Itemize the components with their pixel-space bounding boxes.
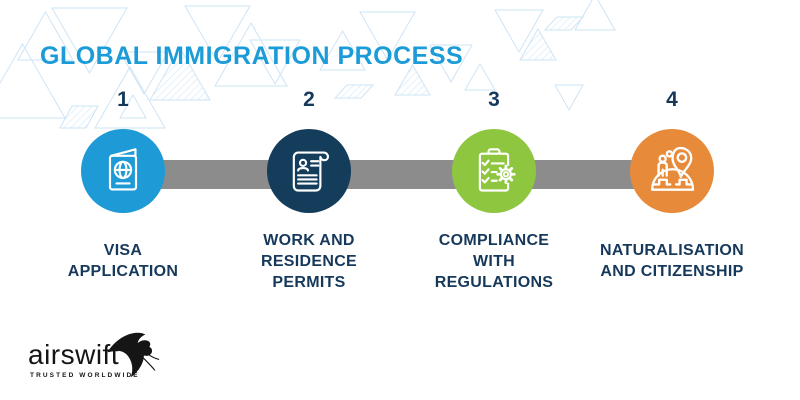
step-circle [452, 129, 536, 213]
step-circle [267, 129, 351, 213]
triangle-pattern-decoration [0, 0, 616, 129]
step-label: VISA APPLICATION [67, 242, 179, 280]
process-step-2: 2 WORK AND RESIDENCE PERMITS [217, 88, 401, 296]
airswift-logo: airswift TRUSTED WORLDWIDE [28, 328, 173, 392]
timeline-connector [123, 160, 672, 189]
step-number: 1 [117, 88, 129, 111]
logo-tagline: TRUSTED WORLDWIDE [30, 372, 140, 379]
passport-icon [108, 148, 138, 191]
step-circle [81, 129, 165, 213]
page-title: GLOBAL IMMIGRATION PROCESS [40, 42, 464, 70]
step-number: 3 [488, 88, 500, 111]
step-label-wrap: VISA APPLICATION [48, 226, 198, 296]
compliance-checklist-icon [478, 148, 516, 192]
work-permit-document-icon [292, 151, 330, 192]
step-label: COMPLIANCE WITH REGULATIONS [434, 231, 554, 291]
step-label: WORK AND RESIDENCE PERMITS [260, 231, 358, 291]
step-circle [630, 129, 714, 213]
step-label-wrap: COMPLIANCE WITH REGULATIONS [424, 226, 564, 296]
swift-bird-icon [107, 332, 160, 378]
step-label: NATURALISATION AND CITIZENSHIP [599, 242, 745, 280]
step-number: 2 [303, 88, 315, 111]
logo-wordmark: airswift [28, 339, 120, 370]
step-label-wrap: NATURALISATION AND CITIZENSHIP [586, 226, 758, 296]
step-label-wrap: WORK AND RESIDENCE PERMITS [249, 226, 369, 296]
process-step-3: 3 [402, 88, 586, 296]
process-step-1: 1 VISA APPLICATION [31, 88, 215, 296]
step-number: 4 [666, 88, 678, 111]
citizenship-globe-pin-icon [651, 146, 695, 191]
process-step-4: 4 NATURALISATION AND CITIZENSHIP [580, 88, 764, 296]
